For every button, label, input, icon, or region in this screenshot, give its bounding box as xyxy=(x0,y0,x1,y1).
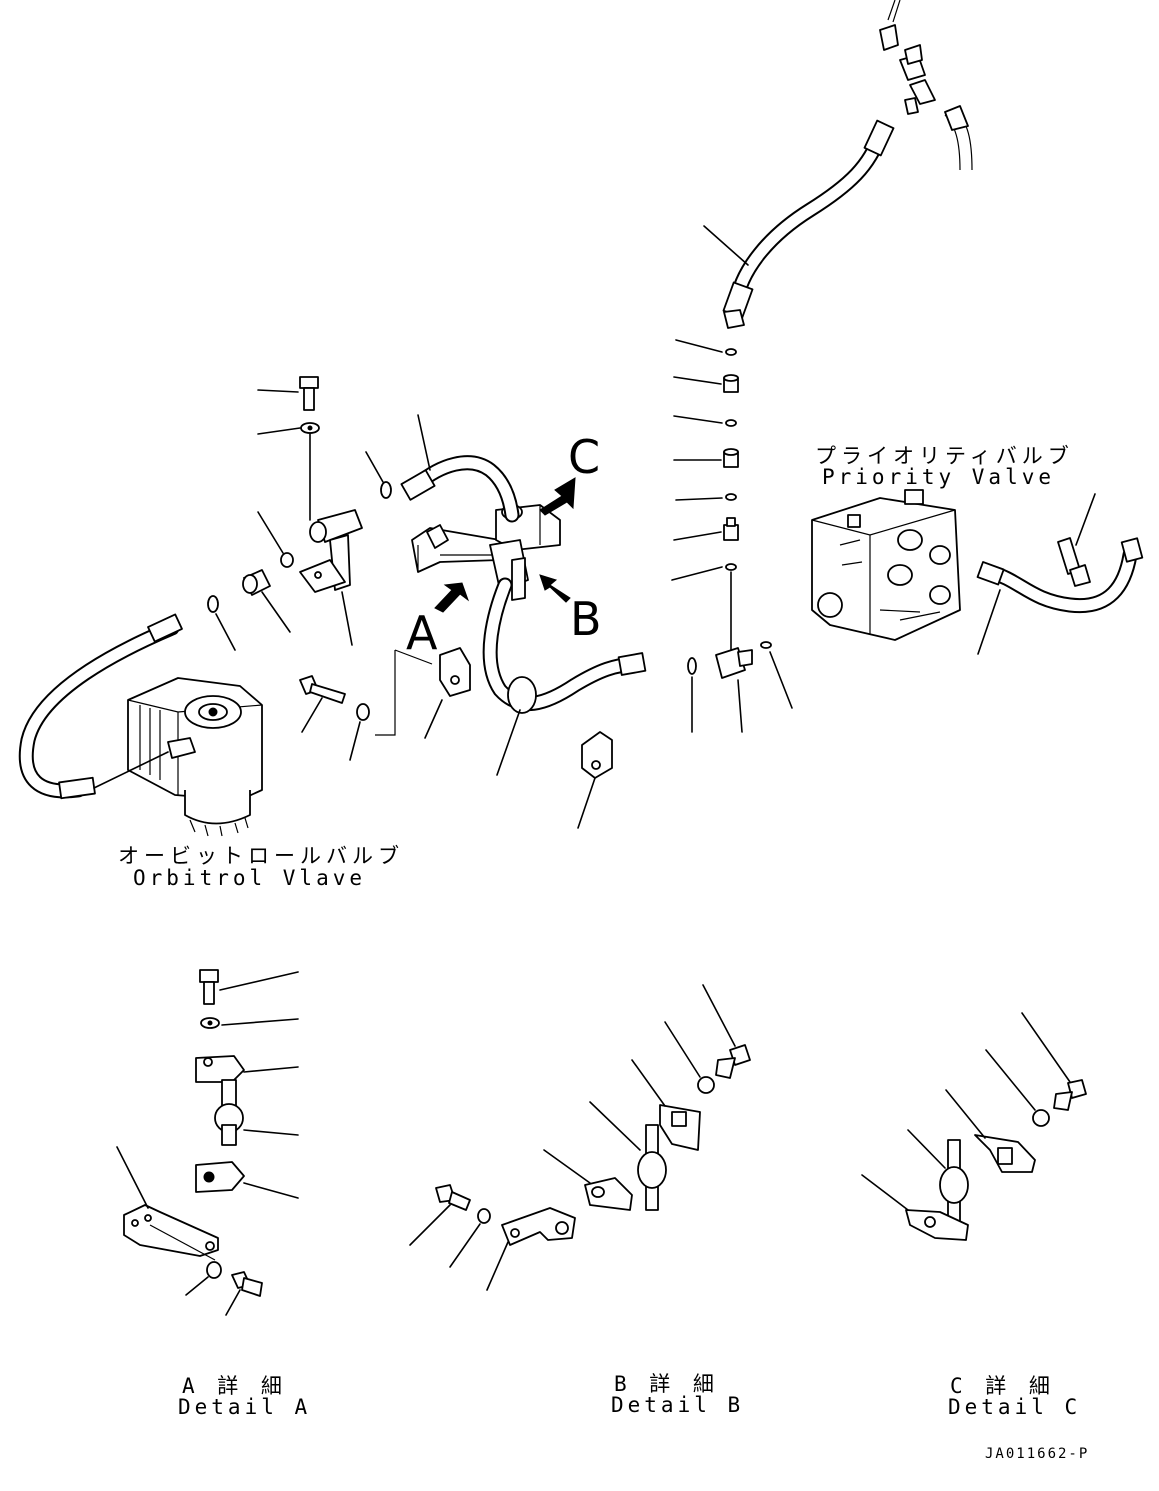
detail-a-label-jp: A 詳 細 xyxy=(182,1374,287,1398)
view-marker-b: B xyxy=(570,592,602,646)
priority-hose xyxy=(976,493,1144,655)
central-bracket xyxy=(411,504,561,601)
detail-b-label-jp: B 詳 細 xyxy=(614,1372,719,1396)
orbitrol-hose xyxy=(18,613,183,800)
drawing-code: JA011662-P xyxy=(985,1446,1090,1462)
bolt-washer-middle xyxy=(299,675,370,761)
detail-c-label-jp: C 詳 細 xyxy=(950,1374,1055,1398)
upper-right-hose xyxy=(703,0,973,329)
view-marker-a: A xyxy=(406,606,438,660)
clamp-loose xyxy=(577,731,613,829)
detail-a-parts xyxy=(116,969,299,1316)
detail-b-parts xyxy=(409,984,751,1291)
orbitrol-fittings xyxy=(207,511,294,651)
detail-c-label-en: Detail C xyxy=(948,1395,1082,1419)
central-hose-upper xyxy=(400,414,520,523)
central-hose-lower xyxy=(482,577,647,776)
bracket-assembly-upper xyxy=(257,376,392,646)
priority-valve xyxy=(811,489,961,641)
detail-a-label-en: Detail A xyxy=(178,1395,312,1419)
fitting-stack xyxy=(671,339,793,733)
detail-c-parts xyxy=(861,1012,1087,1241)
view-marker-c: C xyxy=(568,430,601,484)
priority-valve-label-jp: プライオリティバルブ xyxy=(815,444,1074,468)
view-arrows xyxy=(434,477,576,613)
detail-b-label-en: Detail B xyxy=(611,1393,745,1417)
clamp-view-a xyxy=(375,647,471,739)
priority-valve-label-en: Priority Valve xyxy=(822,465,1056,489)
orbitrol-valve xyxy=(127,677,263,837)
orbitrol-valve-label-jp: オービットロールバルブ xyxy=(118,844,404,868)
orbitrol-valve-label-en: Orbitrol Vlave xyxy=(133,866,367,890)
